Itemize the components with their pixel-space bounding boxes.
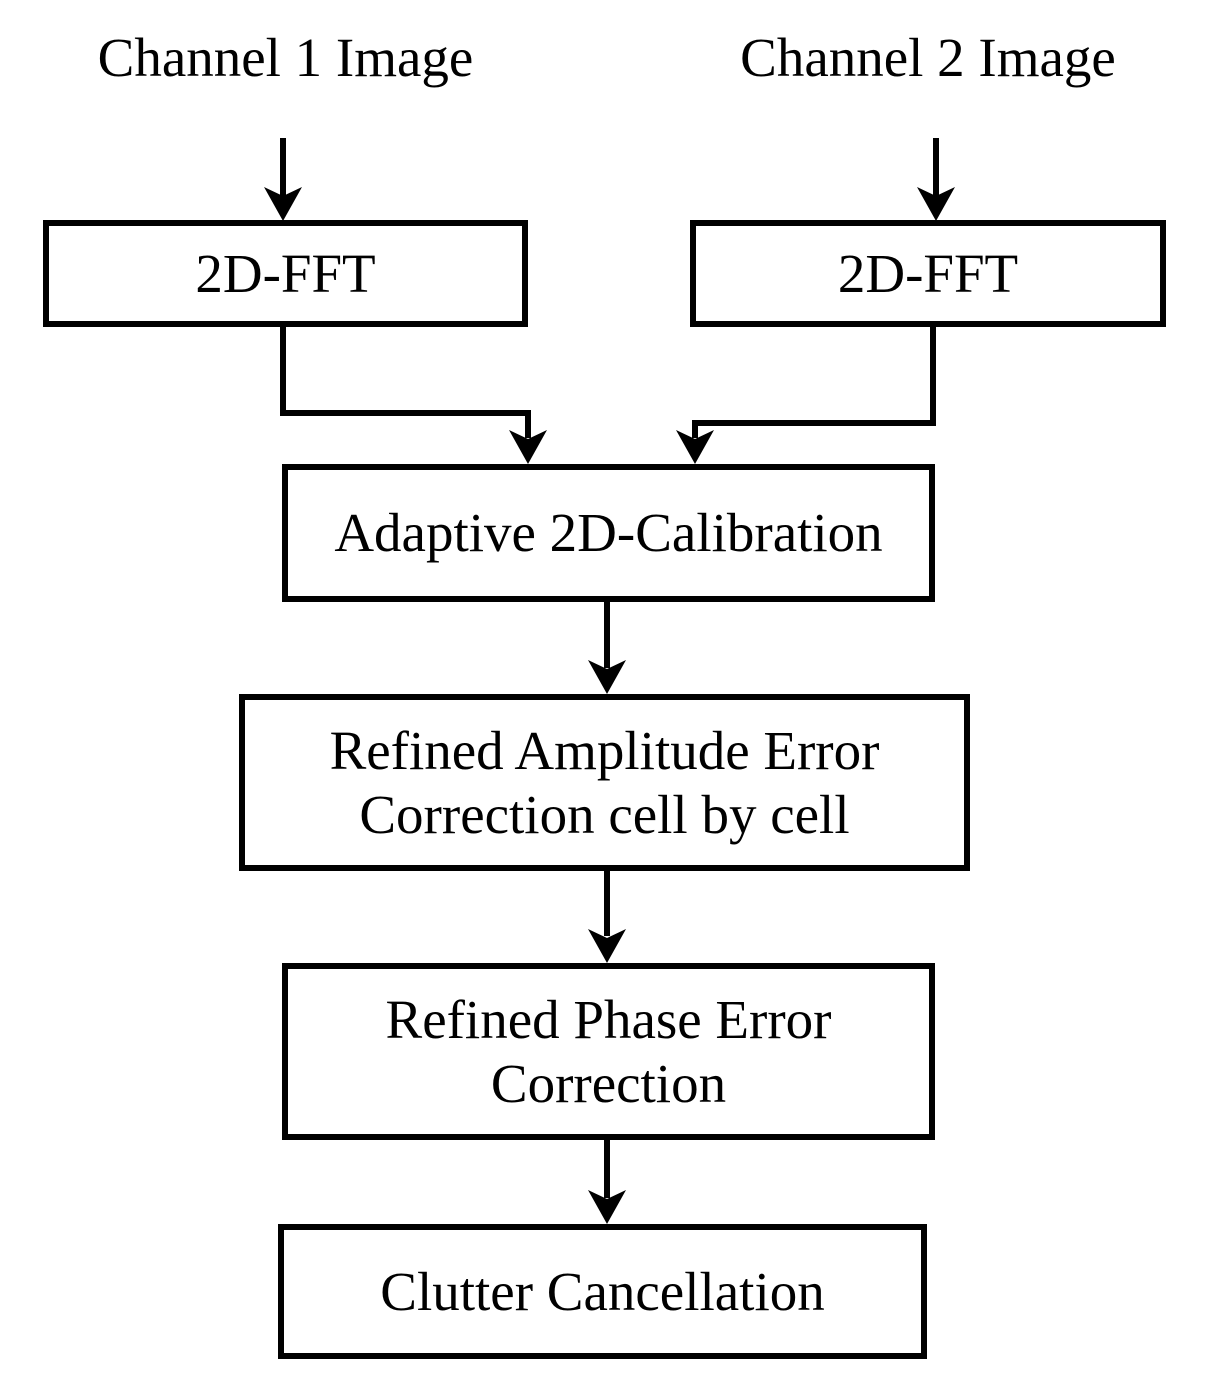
node-label-line1: Refined Phase Error [385, 988, 832, 1050]
node-refined-amplitude-error-correction: Refined Amplitude Error Correction cell … [239, 694, 970, 871]
node-label: 2D-FFT [837, 242, 1019, 304]
arrow-amplitude-to-phase [588, 871, 626, 963]
node-label: 2D-FFT [195, 242, 376, 304]
node-adaptive-2d-calibration: Adaptive 2D-Calibration [282, 464, 935, 602]
node-label: Clutter Cancellation [380, 1260, 825, 1322]
node-2d-fft-right: 2D-FFT [690, 220, 1166, 327]
channel-2-image-label: Channel 2 Image [740, 27, 1116, 88]
arrow-phase-to-clutter [588, 1140, 626, 1224]
node-label-line1: Refined Amplitude Error [329, 719, 880, 781]
arrow-channel1-to-fft-left [264, 138, 302, 221]
arrow-calibration-to-amplitude [588, 602, 626, 694]
node-label: Adaptive 2D-Calibration [334, 502, 883, 563]
connector-fft-right-to-calibration [676, 327, 936, 464]
node-label-line2: Correction cell by cell [359, 783, 850, 845]
node-clutter-cancellation: Clutter Cancellation [278, 1224, 927, 1359]
connector-fft-left-to-calibration [280, 327, 547, 464]
node-refined-phase-error-correction: Refined Phase Error Correction [282, 963, 935, 1140]
arrow-channel2-to-fft-right [917, 138, 955, 221]
node-label-line2: Correction [490, 1052, 727, 1114]
node-2d-fft-left: 2D-FFT [43, 220, 528, 327]
channel-1-image-label: Channel 1 Image [97, 27, 474, 88]
